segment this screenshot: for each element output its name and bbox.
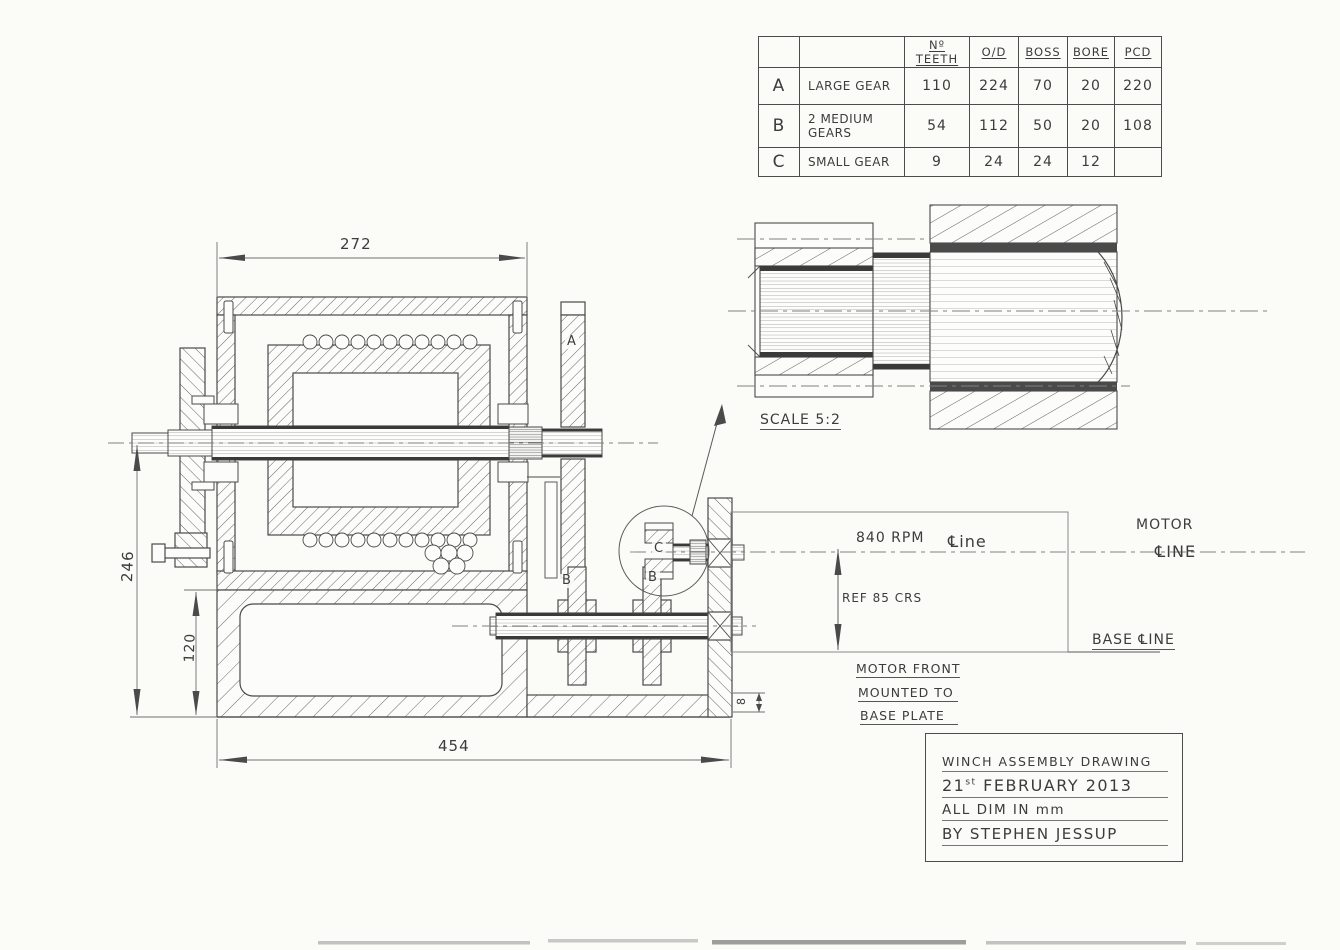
dimension-454 bbox=[216, 719, 732, 768]
row-od: 224 bbox=[969, 67, 1019, 105]
part-label-b-left: B bbox=[560, 573, 574, 589]
row-teeth: 54 bbox=[904, 104, 970, 148]
row-id: B bbox=[758, 104, 800, 148]
motor-front-plate bbox=[707, 497, 733, 718]
centre-lines bbox=[108, 442, 1305, 627]
dim-label-120: 120 bbox=[181, 632, 199, 663]
rope-coils-bottom bbox=[302, 532, 478, 548]
row-bore: 20 bbox=[1067, 104, 1115, 148]
part-label-a: A bbox=[565, 334, 579, 350]
row-boss: 70 bbox=[1018, 67, 1068, 105]
dim-label-454: 454 bbox=[438, 737, 470, 755]
main-section-view bbox=[108, 242, 1305, 768]
left-bearing-assembly bbox=[191, 395, 239, 491]
row-pcd: 108 bbox=[1114, 104, 1162, 148]
col-header-boss: BOSS bbox=[1018, 36, 1068, 68]
part-label-c: C bbox=[652, 541, 667, 557]
detail-scale-label: SCALE 5:2 bbox=[760, 412, 841, 431]
mount-note-line-3: BASE PLATE bbox=[860, 709, 958, 725]
part-label-b-right: B bbox=[646, 570, 660, 586]
base-line-label: BASE ℄INE bbox=[1092, 632, 1175, 651]
row-name: LARGE GEAR bbox=[799, 67, 905, 105]
right-bearing-assembly bbox=[497, 403, 560, 579]
row-id: C bbox=[758, 147, 800, 177]
dimension-8 bbox=[733, 692, 765, 713]
table-row: A LARGE GEAR 110 224 70 20 220 bbox=[758, 67, 1162, 105]
dimension-120 bbox=[184, 589, 217, 715]
title-block-units: ALL DIM IN mm bbox=[942, 802, 1168, 821]
row-boss: 24 bbox=[1018, 147, 1068, 177]
rope-coils-top bbox=[302, 334, 478, 350]
row-teeth: 9 bbox=[904, 147, 970, 177]
detail-centre-lines bbox=[728, 238, 1268, 387]
row-id: A bbox=[758, 67, 800, 105]
rope-pile bbox=[424, 544, 474, 575]
title-block-date: 21st FEBRUARY 2013 bbox=[942, 776, 1168, 798]
title-block-author: BY STEPHEN JESSUP bbox=[942, 825, 1168, 846]
housing-bolts bbox=[223, 300, 523, 574]
detail-gear-c bbox=[747, 222, 874, 398]
row-boss: 50 bbox=[1018, 104, 1068, 148]
mount-note-line-2: MOUNTED TO bbox=[858, 686, 958, 702]
large-gear-a bbox=[560, 301, 586, 579]
motor-line-label-top: MOTOR bbox=[1136, 517, 1194, 533]
detail-drum-shaft bbox=[929, 204, 1123, 430]
scan-artifacts bbox=[318, 939, 1286, 945]
motor-rpm-label: 840 RPM bbox=[856, 530, 925, 546]
title-block-title: WINCH ASSEMBLY DRAWING bbox=[942, 754, 1168, 772]
centre-line-label: ℄ine bbox=[948, 532, 987, 551]
ref-centres-label: REF 85 CRS bbox=[842, 591, 923, 605]
detail-view bbox=[728, 204, 1268, 430]
row-pcd: 220 bbox=[1114, 67, 1162, 105]
row-name: 2 MEDIUM GEARS bbox=[799, 104, 905, 148]
table-row: B 2 MEDIUM GEARS 54 112 50 20 108 bbox=[758, 104, 1162, 148]
col-header-od: O/D bbox=[969, 36, 1019, 68]
dim-label-8: 8 bbox=[734, 696, 749, 706]
left-support-bracket bbox=[151, 347, 211, 568]
row-bore: 12 bbox=[1067, 147, 1115, 177]
title-block: WINCH ASSEMBLY DRAWING 21st FEBRUARY 201… bbox=[925, 733, 1183, 862]
motor-outline bbox=[730, 511, 1160, 653]
table-row: C SMALL GEAR 9 24 24 12 bbox=[758, 147, 1162, 177]
col-header-no-teeth: Nº TEETH bbox=[904, 36, 970, 68]
dimension-246 bbox=[130, 445, 217, 718]
detail-callout-circle bbox=[618, 404, 726, 597]
leader-arrowhead bbox=[714, 404, 726, 426]
dimension-ref-85 bbox=[834, 549, 842, 650]
dim-label-246: 246 bbox=[118, 550, 138, 583]
row-teeth: 110 bbox=[904, 67, 970, 105]
gear-table-header-row: Nº TEETH O/D BOSS BORE PCD bbox=[758, 36, 1162, 68]
row-bore: 20 bbox=[1067, 67, 1115, 105]
mount-note-line-1: MOTOR FRONT bbox=[856, 661, 961, 678]
col-header-pcd: PCD bbox=[1114, 36, 1162, 68]
row-od: 112 bbox=[969, 104, 1019, 148]
row-name: SMALL GEAR bbox=[799, 147, 905, 177]
plate-bearing-crosses bbox=[707, 538, 733, 641]
row-pcd bbox=[1114, 147, 1162, 177]
dim-label-272: 272 bbox=[340, 235, 372, 253]
gear-table: Nº TEETH O/D BOSS BORE PCD A LARGE GEAR … bbox=[758, 36, 1162, 177]
col-header-bore: BORE bbox=[1067, 36, 1115, 68]
medium-gear-b-left bbox=[557, 566, 597, 686]
base-plate bbox=[216, 589, 732, 718]
row-od: 24 bbox=[969, 147, 1019, 177]
motor-line-label-bottom: ℄INE bbox=[1155, 542, 1197, 561]
dimension-272 bbox=[216, 242, 528, 296]
